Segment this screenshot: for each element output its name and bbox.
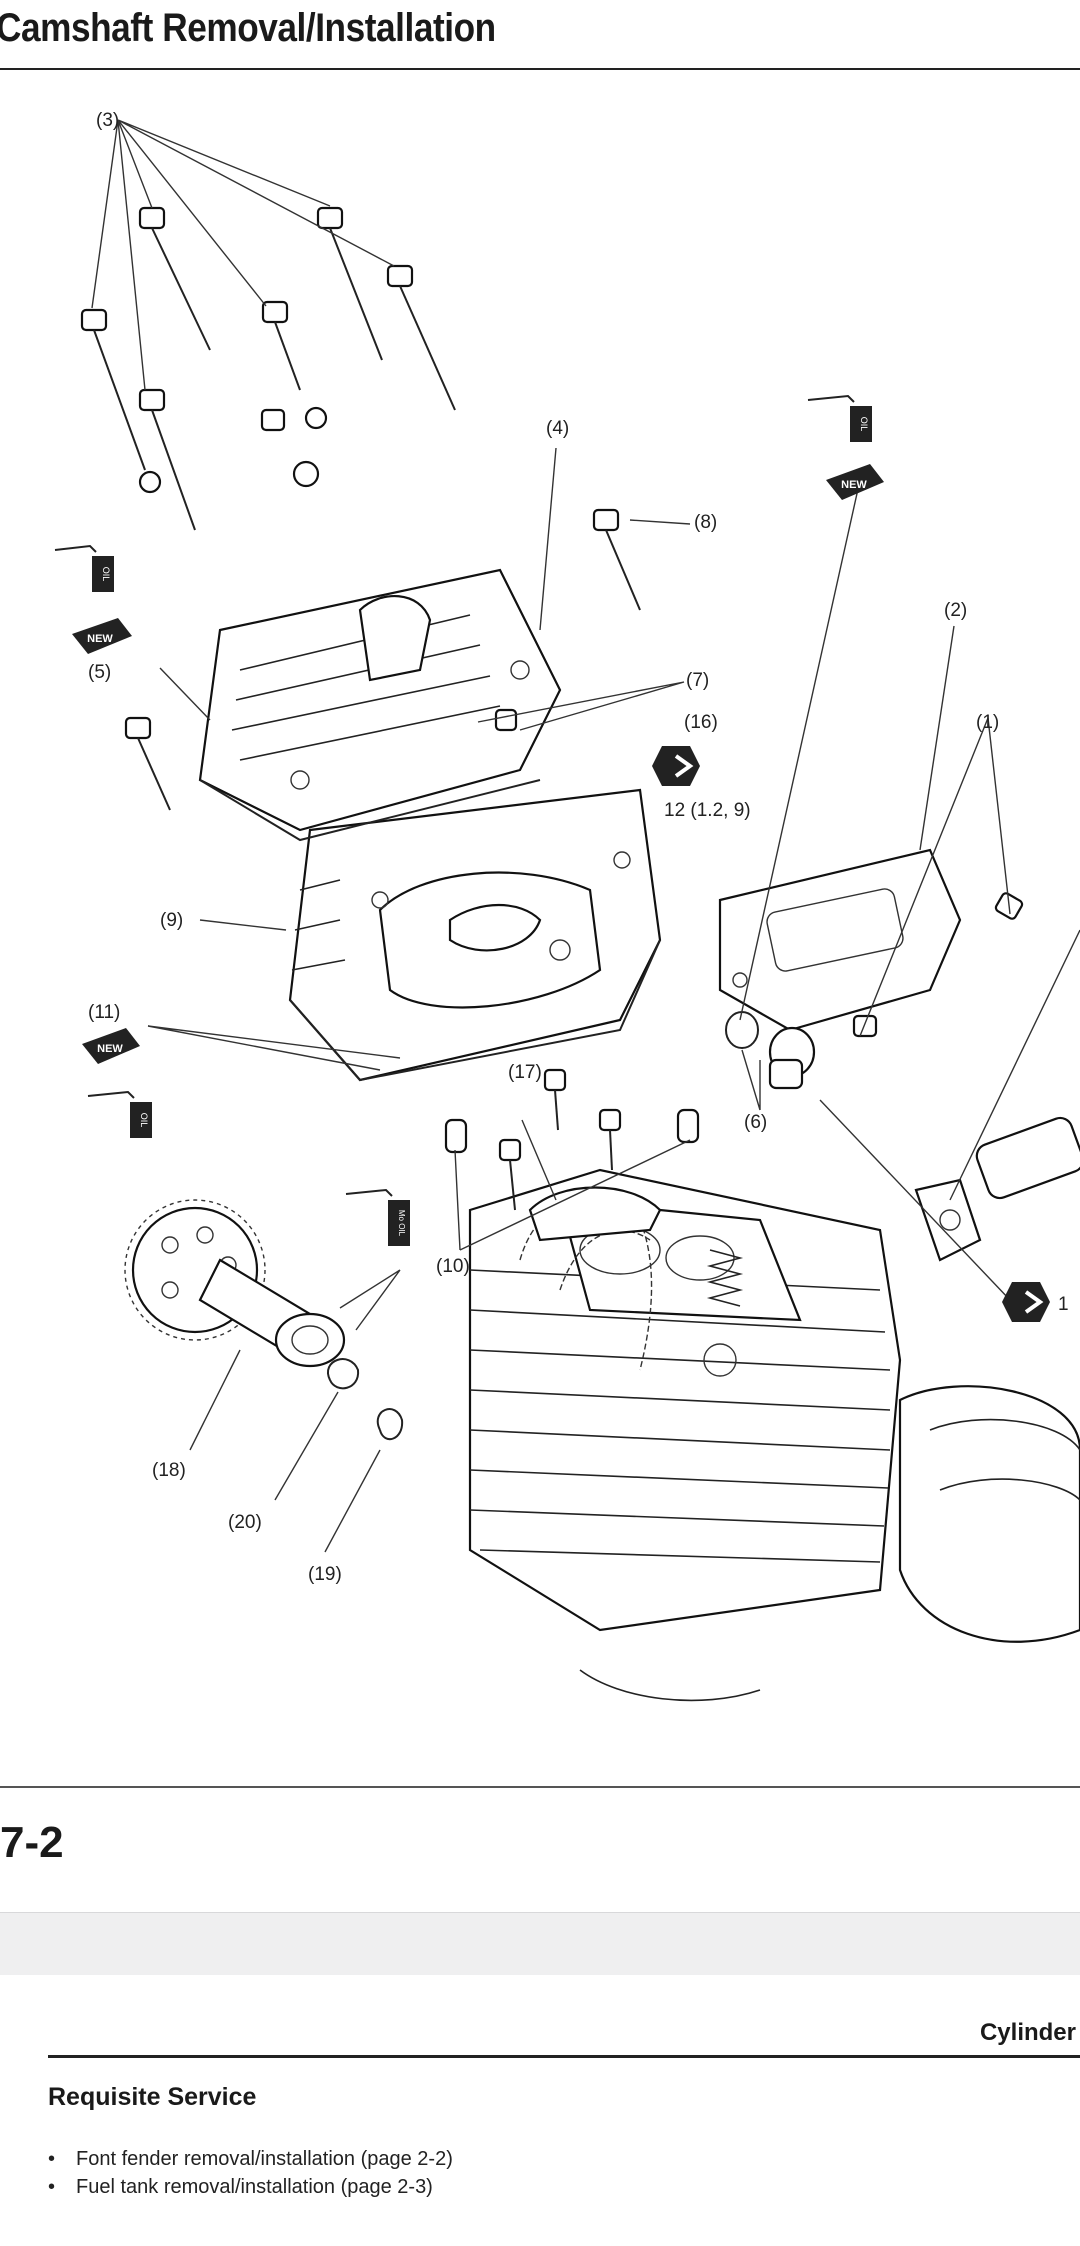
callout-7: (7): [686, 670, 709, 691]
section-rule: [48, 2055, 1080, 2058]
oil-badge-left: OIL: [54, 544, 114, 592]
callout-5: (5): [88, 662, 111, 683]
camshaft: [198, 1258, 346, 1368]
section-header: Cylinder: [979, 2019, 1076, 2046]
callout-2: (2): [944, 600, 967, 621]
callout-16: (16): [684, 712, 718, 733]
callout-8: (8): [694, 512, 717, 533]
torque-wrench-icon-edge: [1002, 1282, 1050, 1322]
svg-text:OIL: OIL: [101, 567, 111, 582]
callout-10: (10): [436, 1256, 470, 1277]
cylinder-head: [288, 788, 662, 1082]
callout-labels: (3) (4) (8) (2) (1) (5) (7) (16) 12 (1.2…: [88, 110, 1069, 1585]
new-badge-gasket: NEW: [82, 1028, 140, 1064]
cam-chain-tensioner: [914, 1116, 1080, 1262]
mo-oil-badge: Mo OIL: [345, 1188, 410, 1246]
callout-18: (18): [152, 1460, 186, 1481]
svg-text:NEW: NEW: [97, 1043, 123, 1055]
new-badge-top: NEW: [826, 464, 884, 500]
page-gap: [0, 1912, 1080, 1976]
oil-badge-gasket: OIL: [87, 1090, 152, 1138]
list-item: Font fender removal/installation (page 2…: [48, 2145, 453, 2173]
requisite-heading: Requisite Service: [48, 2083, 257, 2111]
dowel-pins: [444, 1108, 700, 1154]
leader-lines: [91, 119, 1080, 1553]
cylinder-block: [468, 1168, 1080, 1702]
o-ring-plug: [725, 1011, 816, 1090]
callout-edge: 1: [1058, 1294, 1069, 1315]
torque-spec: 12 (1.2, 9): [664, 800, 751, 821]
cover-gasket: [199, 779, 541, 842]
svg-text:NEW: NEW: [87, 633, 113, 645]
valve-spring: [706, 1249, 744, 1307]
snap-ring: [327, 1358, 404, 1441]
svg-text:OIL: OIL: [139, 1113, 149, 1128]
head-gasket: [289, 939, 661, 1082]
exploded-diagram: OIL NEW OIL NEW NEW OIL: [54, 110, 1080, 1702]
requisite-list: Font fender removal/installation (page 2…: [48, 2145, 453, 2201]
torque-wrench-icon: [652, 746, 700, 786]
exploded-diagram-frame: OIL NEW OIL NEW NEW OIL: [0, 70, 1080, 1788]
callout-11: (11): [88, 1002, 120, 1023]
svg-text:Mo OIL: Mo OIL: [397, 1210, 406, 1237]
head-cover: [198, 568, 562, 832]
list-item: Fuel tank removal/installation (page 2-3…: [48, 2173, 453, 2201]
callout-6: (6): [744, 1112, 767, 1133]
callout-19: (19): [308, 1564, 342, 1585]
callout-17: (17): [508, 1062, 542, 1083]
callout-3: (3): [96, 110, 119, 131]
svg-text:OIL: OIL: [859, 417, 869, 432]
title-rule: [0, 68, 1080, 70]
side-cover: [718, 848, 962, 1032]
cover-bolts: [80, 206, 456, 531]
callout-9: (9): [160, 910, 183, 931]
manual-page: Camshaft Removal/Installation: [0, 6, 1080, 1867]
page-number: 7-2: [0, 1818, 64, 1867]
next-page: Cylinder Requisite Service Font fender r…: [0, 1975, 1080, 2246]
callout-20: (20): [228, 1512, 262, 1533]
page-title: Camshaft Removal/Installation: [0, 6, 496, 50]
callout-1: (1): [976, 712, 999, 733]
callout-4: (4): [546, 418, 569, 439]
mount-bolts: [124, 508, 1024, 1211]
oil-badge-top: OIL: [807, 394, 872, 442]
svg-text:NEW: NEW: [841, 479, 867, 491]
new-badge-left: NEW: [72, 618, 132, 654]
